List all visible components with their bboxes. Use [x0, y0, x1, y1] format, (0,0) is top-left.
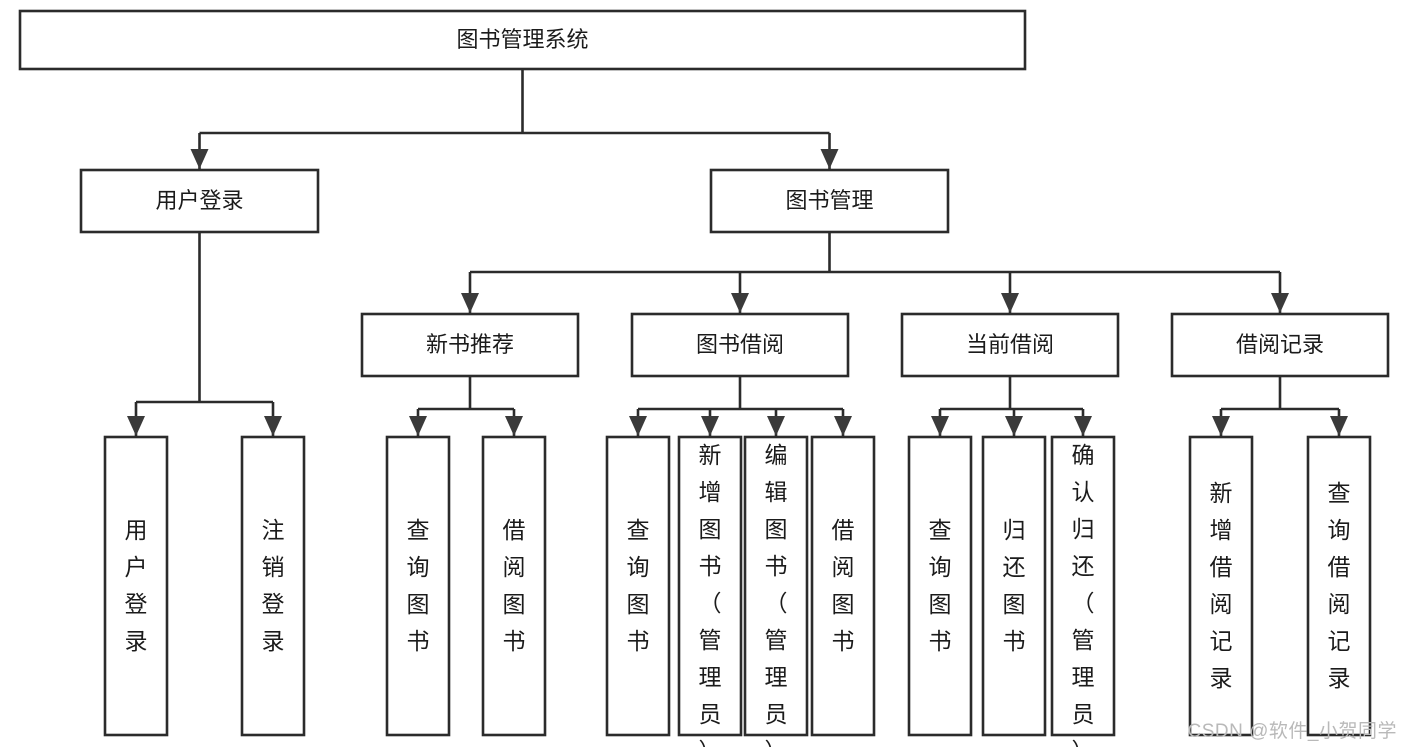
leaf-node-2-box — [385, 435, 451, 737]
leaf-node-4[interactable]: 查询图书 — [605, 435, 671, 737]
leaf-node-0[interactable]: 用户登录 — [103, 435, 169, 737]
arrow-head-icon — [1330, 416, 1348, 436]
leaf-node-6[interactable]: 编辑图书（管理员） — [743, 435, 809, 747]
level3-node-0-label: 新书推荐 — [426, 332, 514, 357]
arrow-head-icon — [767, 416, 785, 436]
level3-node-2-label: 当前借阅 — [966, 332, 1054, 357]
leaf-node-9-label: 归还图书 — [1003, 517, 1026, 654]
connector-layer — [127, 69, 1348, 436]
root-node[interactable]: 图书管理系统 — [18, 9, 1027, 71]
leaf-node-5-box — [677, 435, 743, 737]
leaf-node-9[interactable]: 归还图书 — [981, 435, 1047, 737]
leaf-node-4-box — [605, 435, 671, 737]
leaf-node-5-label: 新增图书（管理员） — [699, 442, 722, 747]
leaf-node-11-label: 新增借阅记录 — [1210, 480, 1233, 691]
level3-node-3[interactable]: 借阅记录 — [1170, 312, 1390, 378]
arrow-head-icon — [1001, 293, 1019, 313]
level2-node-1[interactable]: 图书管理 — [709, 168, 950, 234]
level3-node-2-box — [900, 312, 1120, 378]
root-node-label: 图书管理系统 — [456, 27, 588, 52]
arrow-head-icon — [1271, 293, 1289, 313]
level3-node-1-label: 图书借阅 — [696, 332, 784, 357]
leaf-node-1-label: 注销登录 — [262, 517, 285, 654]
arrow-head-icon — [1005, 416, 1023, 436]
leaf-node-1[interactable]: 注销登录 — [240, 435, 306, 737]
leaf-node-0-label: 用户登录 — [125, 517, 148, 654]
leaf-node-6-label: 编辑图书（管理员） — [765, 442, 788, 747]
level3-node-0-box — [360, 312, 580, 378]
arrow-head-icon — [264, 416, 282, 436]
leaf-node-2-label: 查询图书 — [407, 517, 430, 654]
leaf-node-3-label: 借阅图书 — [503, 517, 526, 654]
leaf-node-10-label: 确认归还（管理员） — [1072, 442, 1095, 747]
leaf-node-0-box — [103, 435, 169, 737]
leaf-node-12-box — [1306, 435, 1372, 737]
level3-node-1-box — [630, 312, 850, 378]
arrow-head-icon — [190, 149, 209, 169]
level2-node-0-label: 用户登录 — [155, 188, 243, 213]
level3-node-3-label: 借阅记录 — [1236, 332, 1324, 357]
level2-node-1-label: 图书管理 — [785, 188, 873, 213]
level3-node-1[interactable]: 图书借阅 — [630, 312, 850, 378]
leaf-node-7-label: 借阅图书 — [832, 517, 855, 654]
level2-node-1-box — [709, 168, 950, 234]
node-layer: 图书管理系统用户登录图书管理新书推荐图书借阅当前借阅借阅记录用户登录注销登录查询… — [18, 9, 1390, 747]
arrow-head-icon — [820, 149, 839, 169]
level3-node-0[interactable]: 新书推荐 — [360, 312, 580, 378]
leaf-node-10-box — [1050, 435, 1116, 737]
arrow-head-icon — [505, 416, 523, 436]
leaf-node-6-box — [743, 435, 809, 737]
arrow-head-icon — [629, 416, 647, 436]
level3-node-2[interactable]: 当前借阅 — [900, 312, 1120, 378]
leaf-node-1-box — [240, 435, 306, 737]
leaf-node-8-label: 查询图书 — [929, 517, 952, 654]
leaf-node-11[interactable]: 新增借阅记录 — [1188, 435, 1254, 737]
leaf-node-8[interactable]: 查询图书 — [907, 435, 973, 737]
leaf-node-11-box — [1188, 435, 1254, 737]
level3-node-3-box — [1170, 312, 1390, 378]
leaf-node-7[interactable]: 借阅图书 — [810, 435, 876, 737]
leaf-node-8-box — [907, 435, 973, 737]
leaf-node-3-box — [481, 435, 547, 737]
arrow-head-icon — [731, 293, 749, 313]
level2-node-0-box — [79, 168, 320, 234]
leaf-node-3[interactable]: 借阅图书 — [481, 435, 547, 737]
leaf-node-12-label: 查询借阅记录 — [1328, 480, 1351, 691]
arrow-head-icon — [834, 416, 852, 436]
arrow-head-icon — [931, 416, 949, 436]
level2-node-0[interactable]: 用户登录 — [79, 168, 320, 234]
leaf-node-12[interactable]: 查询借阅记录 — [1306, 435, 1372, 737]
arrow-head-icon — [409, 416, 427, 436]
leaf-node-5[interactable]: 新增图书（管理员） — [677, 435, 743, 747]
leaf-node-10[interactable]: 确认归还（管理员） — [1050, 435, 1116, 747]
leaf-node-4-label: 查询图书 — [627, 517, 650, 654]
arrow-head-icon — [1074, 416, 1092, 436]
csdn-watermark: CSDN @软件_小贺同学 — [1187, 721, 1397, 742]
leaf-node-7-box — [810, 435, 876, 737]
arrow-head-icon — [701, 416, 719, 436]
root-node-box — [18, 9, 1027, 71]
leaf-node-9-box — [981, 435, 1047, 737]
arrow-head-icon — [461, 293, 479, 313]
leaf-node-2[interactable]: 查询图书 — [385, 435, 451, 737]
arrow-head-icon — [1212, 416, 1230, 436]
arrow-head-icon — [127, 416, 145, 436]
